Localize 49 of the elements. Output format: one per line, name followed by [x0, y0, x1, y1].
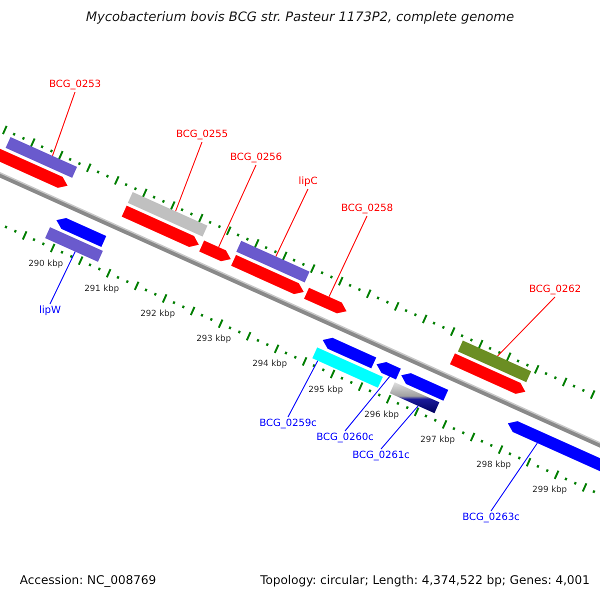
gene-feature [56, 218, 106, 247]
accession-text: Accession: NC_008769 [20, 572, 156, 588]
gene-feature [0, 147, 68, 188]
gene-label: BCG_0253 [49, 79, 101, 91]
gene-feature [122, 206, 199, 247]
scale-label: 291 kbp [84, 284, 119, 294]
leader-line [490, 442, 538, 512]
leader-line [380, 405, 419, 450]
scale-label: 295 kbp [308, 384, 343, 395]
scale-label: 299 kbp [532, 485, 567, 496]
gene-label: BCG_0262 [529, 284, 581, 296]
gene-label: BCG_0259c [259, 418, 317, 430]
gene-feature [231, 254, 304, 294]
leader-line [52, 92, 76, 156]
gene-label: BCG_0263c [462, 512, 520, 524]
gene-bar [236, 240, 310, 282]
gene-feature [322, 338, 376, 368]
scale-label: 293 kbp [196, 334, 231, 344]
gene-bar [128, 192, 208, 237]
leader-line [50, 251, 76, 304]
gene-label: BCG_0255 [176, 129, 228, 141]
gene-bar [6, 137, 78, 178]
genome-summary-text: Topology: circular; Length: 4,374,522 bp; Genes: 4,001 [260, 572, 590, 588]
leader-line [344, 376, 390, 432]
scale-label: 294 kbp [252, 359, 287, 370]
gene-feature [304, 288, 347, 314]
leader-line [218, 164, 256, 248]
leader-line [288, 360, 318, 418]
gene-bar [458, 340, 532, 382]
gene-label: BCG_0261c [352, 450, 410, 462]
gene-label: BCG_0256 [230, 152, 282, 164]
gene-label: BCG_0260c [316, 432, 374, 444]
gene-label: lipW [39, 305, 61, 317]
scale-label: 290 kbp [28, 258, 63, 269]
leader-line [328, 216, 368, 298]
gene-label: lipC [298, 176, 318, 188]
leader-line [497, 296, 556, 357]
leader-line [275, 188, 308, 257]
gene-feature [199, 240, 231, 262]
gene-feature [376, 362, 401, 380]
scale-label: 296 kbp [364, 410, 399, 420]
gene-feature [401, 373, 448, 401]
scale-label: 297 kbp [420, 434, 455, 446]
leader-line [175, 142, 202, 212]
gene-feature [450, 353, 526, 394]
title: Mycobacterium bovis BCG str. Pasteur 1173P2, complete genome [86, 10, 514, 26]
scale-label: 292 kbp [140, 308, 175, 320]
scale-label: 298 kbp [476, 460, 511, 470]
gene-label: BCG_0258 [341, 203, 393, 215]
